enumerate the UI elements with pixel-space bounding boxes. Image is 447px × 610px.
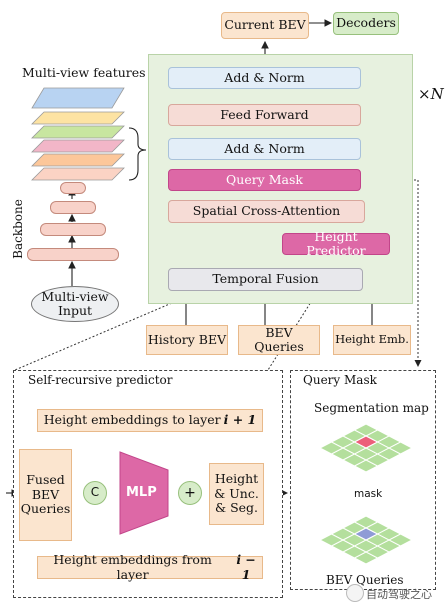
query-mask-panel-title: Query Mask [303, 373, 377, 387]
spatial-cross-attention-box: Spatial Cross-Attention [168, 200, 365, 223]
current-bev-box: Current BEV [221, 12, 309, 39]
bev-queries-grid-label: BEV Queries [326, 573, 404, 587]
add-norm-top-box: Add & Norm [168, 67, 361, 89]
height-emb-label: Height Emb. [335, 332, 409, 347]
height-to-next-layer-box: Height embeddings to layer i + 1 [37, 409, 263, 432]
add-norm-mid-box: Add & Norm [168, 138, 361, 160]
height-from-prev-var: i − 1 [236, 552, 256, 582]
feed-forward-label: Feed Forward [220, 106, 309, 122]
height-from-prev-label: Height embeddings from layer [53, 552, 212, 582]
decoders-box: Decoders [333, 12, 399, 35]
height-from-prev-layer-box: Height embeddings from layer i − 1 [37, 552, 263, 582]
add-norm-top-label: Add & Norm [224, 69, 305, 85]
watermark-logo-icon [346, 584, 364, 602]
add-norm-mid-label: Add & Norm [224, 140, 305, 156]
feature-layer-6 [31, 87, 125, 109]
history-bev-box: History BEV [146, 325, 228, 355]
height-to-next-var: i + 1 [223, 412, 257, 428]
backbone-layer-2 [50, 201, 96, 214]
backbone-layer-4 [27, 248, 119, 261]
feature-layer-2 [31, 153, 125, 167]
mlp-label: MLP [126, 485, 157, 500]
query-mask-box: Query Mask [168, 169, 361, 191]
watermark-text: 自动驾驶之心 [366, 588, 432, 601]
multi-view-input-ellipse: Multi-view Input [31, 286, 119, 322]
concat-node: C [83, 481, 107, 505]
temporal-fusion-label: Temporal Fusion [212, 271, 319, 287]
multi-view-input-label: Multi-view Input [41, 288, 109, 318]
height-predictor-label: Height Predictor [306, 228, 366, 258]
history-bev-label: History BEV [147, 331, 227, 347]
decoders-label: Decoders [336, 15, 396, 31]
height-to-next-label: Height embeddings to layer [43, 412, 221, 428]
multi-view-features-label: Multi-view features [22, 65, 146, 80]
feature-layer-4 [31, 125, 125, 139]
concat-symbol: C [90, 485, 100, 500]
bev-query-masked-cell [353, 527, 379, 541]
feature-layer-5 [31, 111, 125, 125]
fused-bev-queries-label: Fused BEV Queries [20, 472, 71, 517]
query-mask-label: Query Mask [226, 171, 303, 187]
backbone-layer-1 [60, 182, 86, 194]
spatial-cross-attention-label: Spatial Cross-Attention [192, 203, 341, 219]
segmentation-map-label: Segmentation map [314, 401, 429, 415]
feature-layer-1 [31, 167, 125, 181]
repeat-n-label: ×N [418, 85, 444, 103]
plus-symbol: + [184, 484, 196, 501]
segmentation-highlight-cell [353, 435, 379, 449]
bev-queries-input-label: BEV Queries [254, 324, 304, 354]
add-node: + [178, 481, 202, 505]
height-emb-box: Height Emb. [333, 325, 411, 355]
current-bev-label: Current BEV [224, 17, 306, 33]
feed-forward-box: Feed Forward [168, 104, 361, 126]
fused-bev-queries-box: Fused BEV Queries [19, 449, 72, 541]
height-unc-seg-box: Height & Unc. & Seg. [209, 463, 264, 525]
backbone-layer-3 [40, 223, 106, 236]
bev-queries-input-box: BEV Queries [238, 325, 320, 355]
height-unc-seg-label: Height & Unc. & Seg. [214, 471, 259, 516]
mask-arrow-label: mask [354, 488, 383, 500]
height-predictor-box: Height Predictor [282, 229, 390, 258]
predictor-title: Self-recursive predictor [28, 373, 173, 387]
temporal-fusion-box: Temporal Fusion [168, 268, 363, 291]
feature-layer-3 [31, 139, 125, 153]
